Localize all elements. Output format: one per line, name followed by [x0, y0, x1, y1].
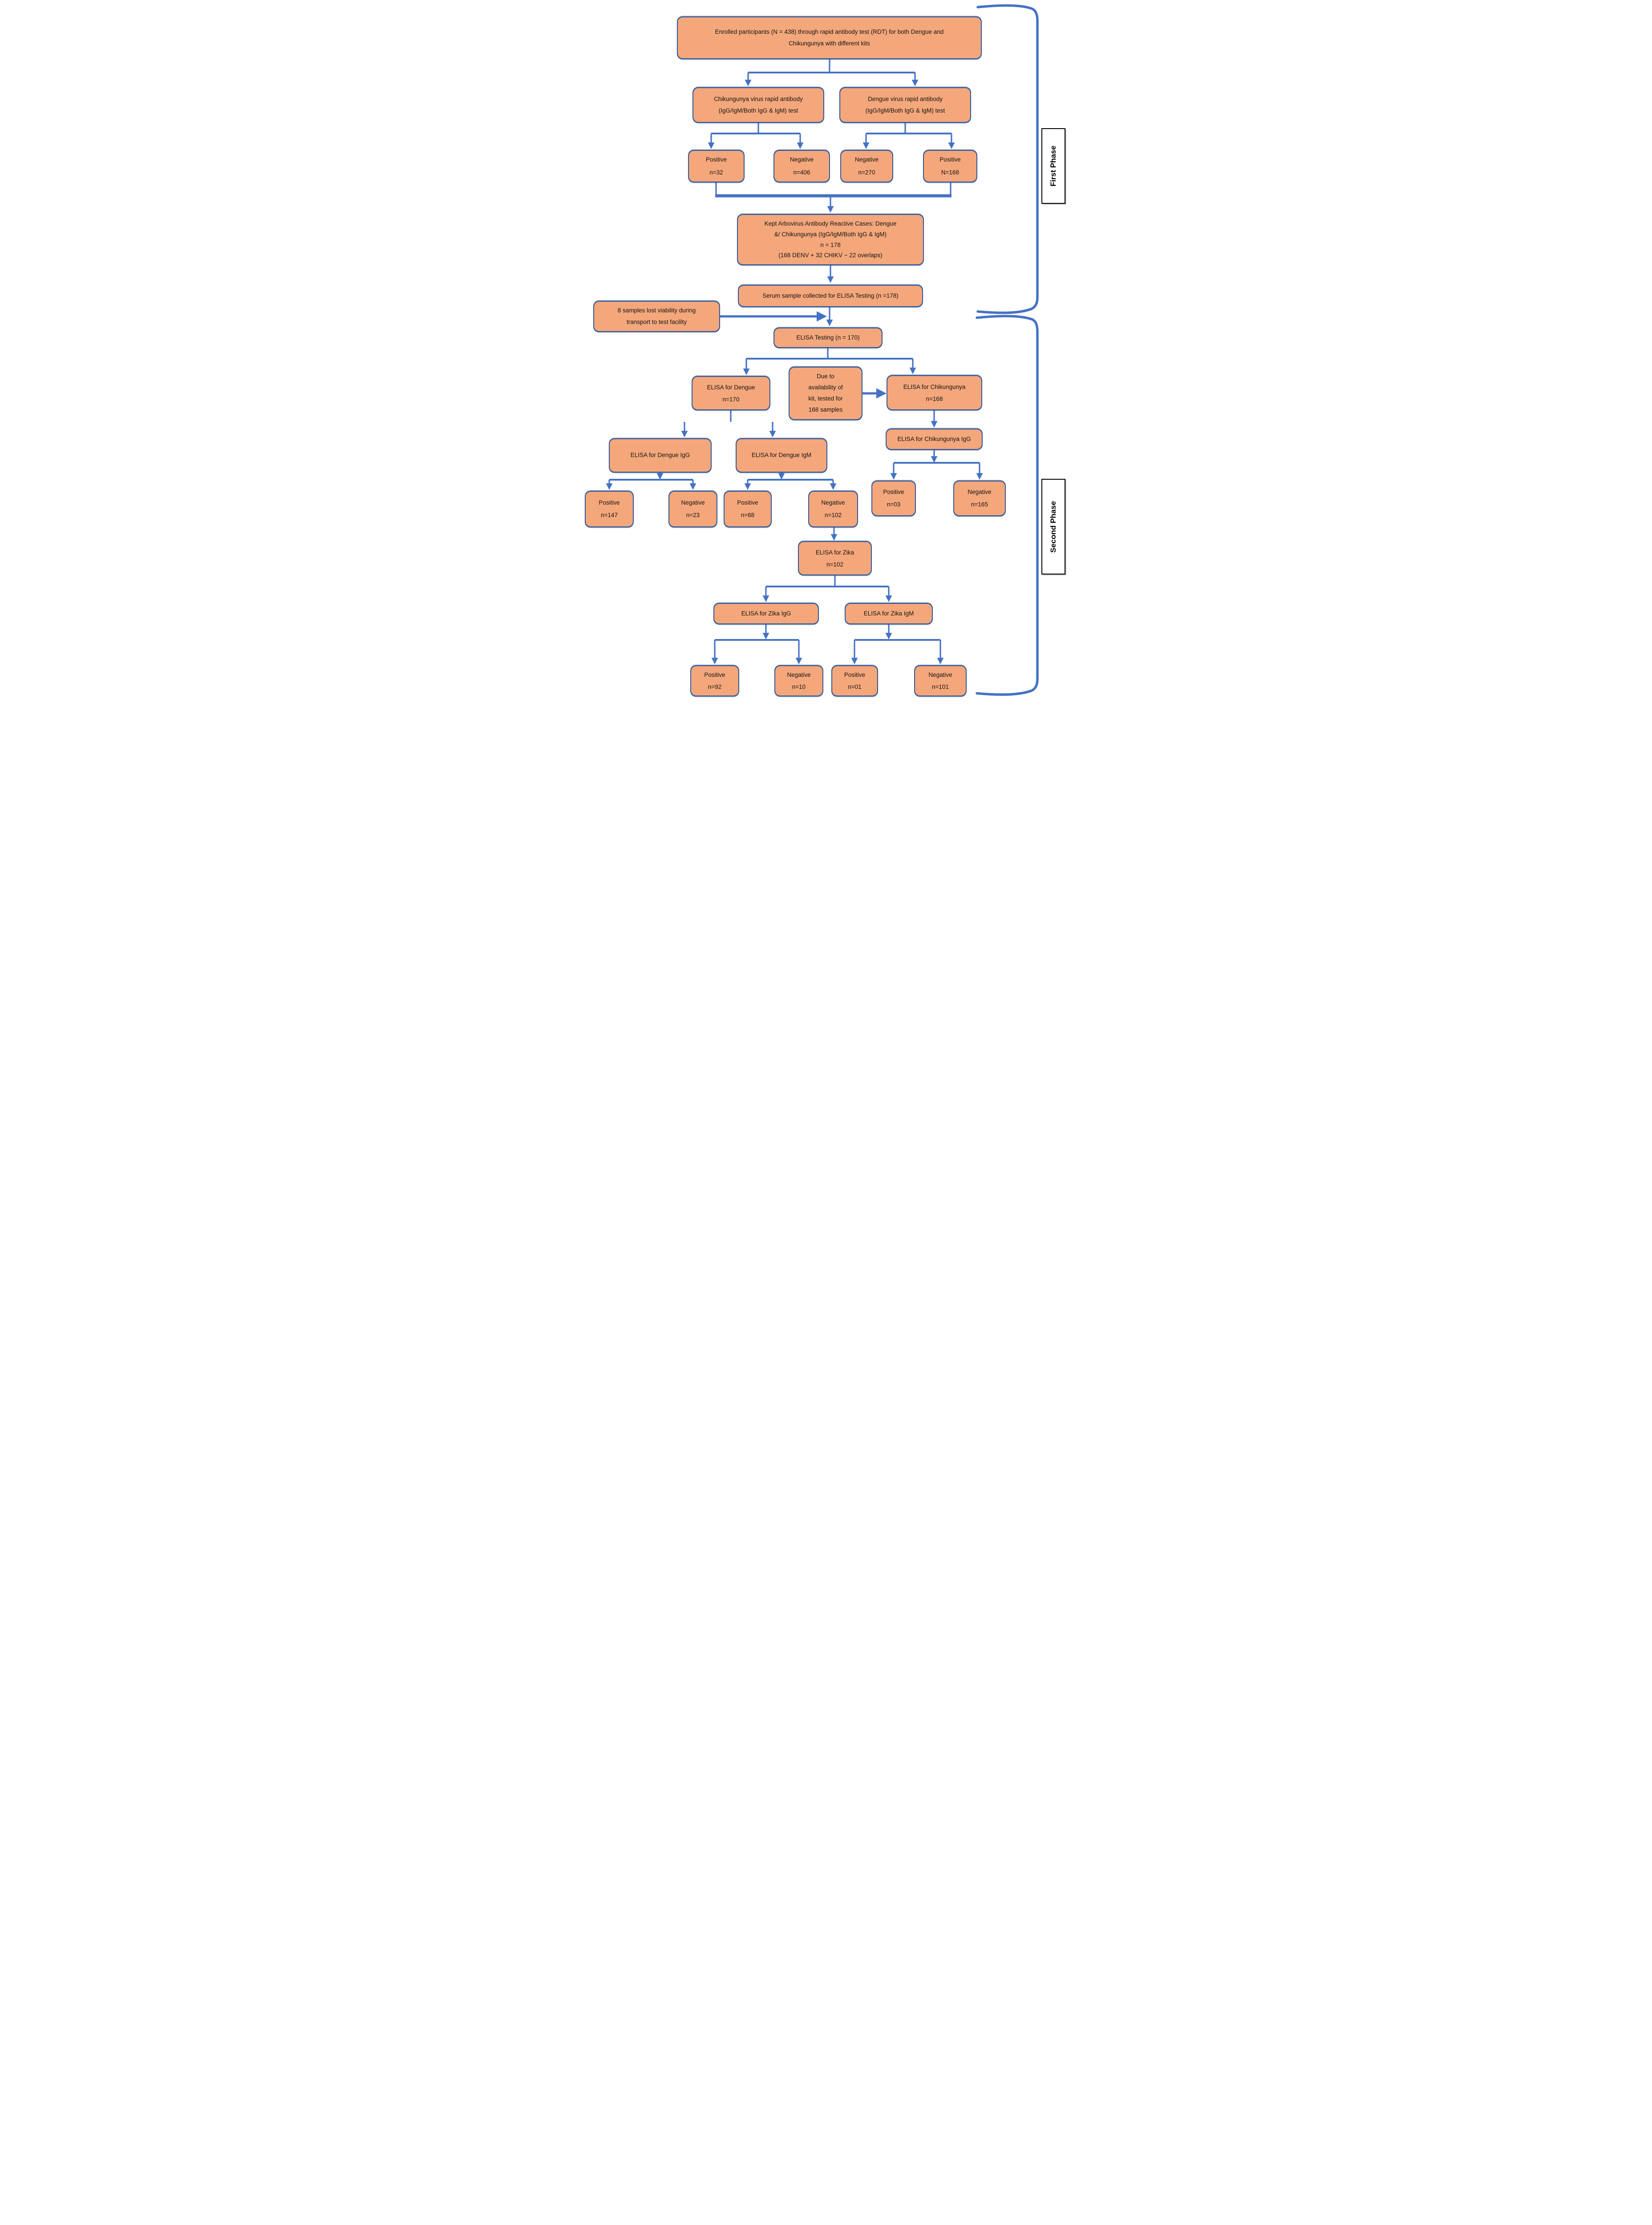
node-elisa-testing: ELISA Testing (n = 170)	[773, 328, 883, 348]
node-dengue-igm-positive: Positive n=68	[724, 491, 772, 527]
second-phase-bracket-icon	[976, 315, 1039, 696]
second-phase-label-text: Second Phase	[1049, 501, 1057, 553]
second-phase-label: Second Phase	[1041, 479, 1065, 574]
node-chik-rdt-negative: Negative n=406	[773, 150, 830, 182]
node-dengue-igg-positive: Positive n=147	[585, 491, 634, 527]
node-dengue-igg-negative: Negative n=23	[668, 491, 717, 527]
node-chik-rdt-positive: Positive n=32	[688, 150, 745, 182]
node-kit-availability-note: Due to availability of kit, tested for 1…	[789, 367, 862, 420]
node-elisa-dengue-igg: ELISA for Dengue IgG	[609, 438, 712, 473]
node-chik-igg-positive: Positive n=03	[871, 481, 916, 516]
node-elisa-dengue: ELISA for Dengue n=170	[692, 376, 770, 410]
node-zika-igg-positive: Positive n=92	[690, 665, 739, 696]
node-elisa-chikungunya: ELISA for Chikungunya n=168	[887, 375, 982, 410]
node-elisa-zika-igg: ELISA for Zika IgG	[713, 603, 819, 624]
node-zika-igg-negative: Negative n=10	[774, 665, 823, 696]
node-dengue-rdt-positive: Positive N=168	[923, 150, 977, 182]
node-chikungunya-rapid-test: Chikungunya virus rapid antibody (IgG/Ig…	[692, 87, 824, 123]
node-kept-reactive-cases: Kept Arbovirus Antibody Reactive Cases: …	[737, 214, 924, 265]
node-zika-igm-negative: Negative n=101	[914, 665, 967, 696]
first-phase-label: First Phase	[1041, 128, 1065, 204]
node-elisa-dengue-igm: ELISA for Dengue IgM	[736, 438, 827, 473]
node-enrolled: Enrolled participants (N = 438) through …	[677, 16, 982, 59]
first-phase-label-text: First Phase	[1049, 146, 1057, 186]
node-zika-igm-positive: Positive n=01	[831, 665, 878, 696]
node-serum-collected: Serum sample collected for ELISA Testing…	[738, 285, 923, 307]
node-elisa-zika-igm: ELISA for Zika IgM	[845, 603, 933, 624]
connector-layer	[606, 4, 1039, 696]
node-dengue-igm-negative: Negative n=102	[808, 491, 858, 527]
node-chik-igg-negative: Negative n=165	[953, 481, 1006, 516]
first-phase-bracket-icon	[976, 4, 1039, 314]
node-samples-lost: 8 samples lost viability during transpor…	[593, 301, 720, 332]
flowchart-canvas: Enrolled participants (N = 438) through …	[581, 0, 1071, 699]
node-elisa-chikungunya-igg: ELISA for Chikungunya IgG	[886, 429, 983, 450]
node-elisa-zika: ELISA for Zika n=102	[798, 541, 872, 575]
node-dengue-rdt-negative: Negative n=270	[840, 150, 893, 182]
node-dengue-rapid-test: Dengue virus rapid antibody (IgG/IgM/Bot…	[839, 87, 971, 123]
flow-edges	[606, 59, 983, 664]
